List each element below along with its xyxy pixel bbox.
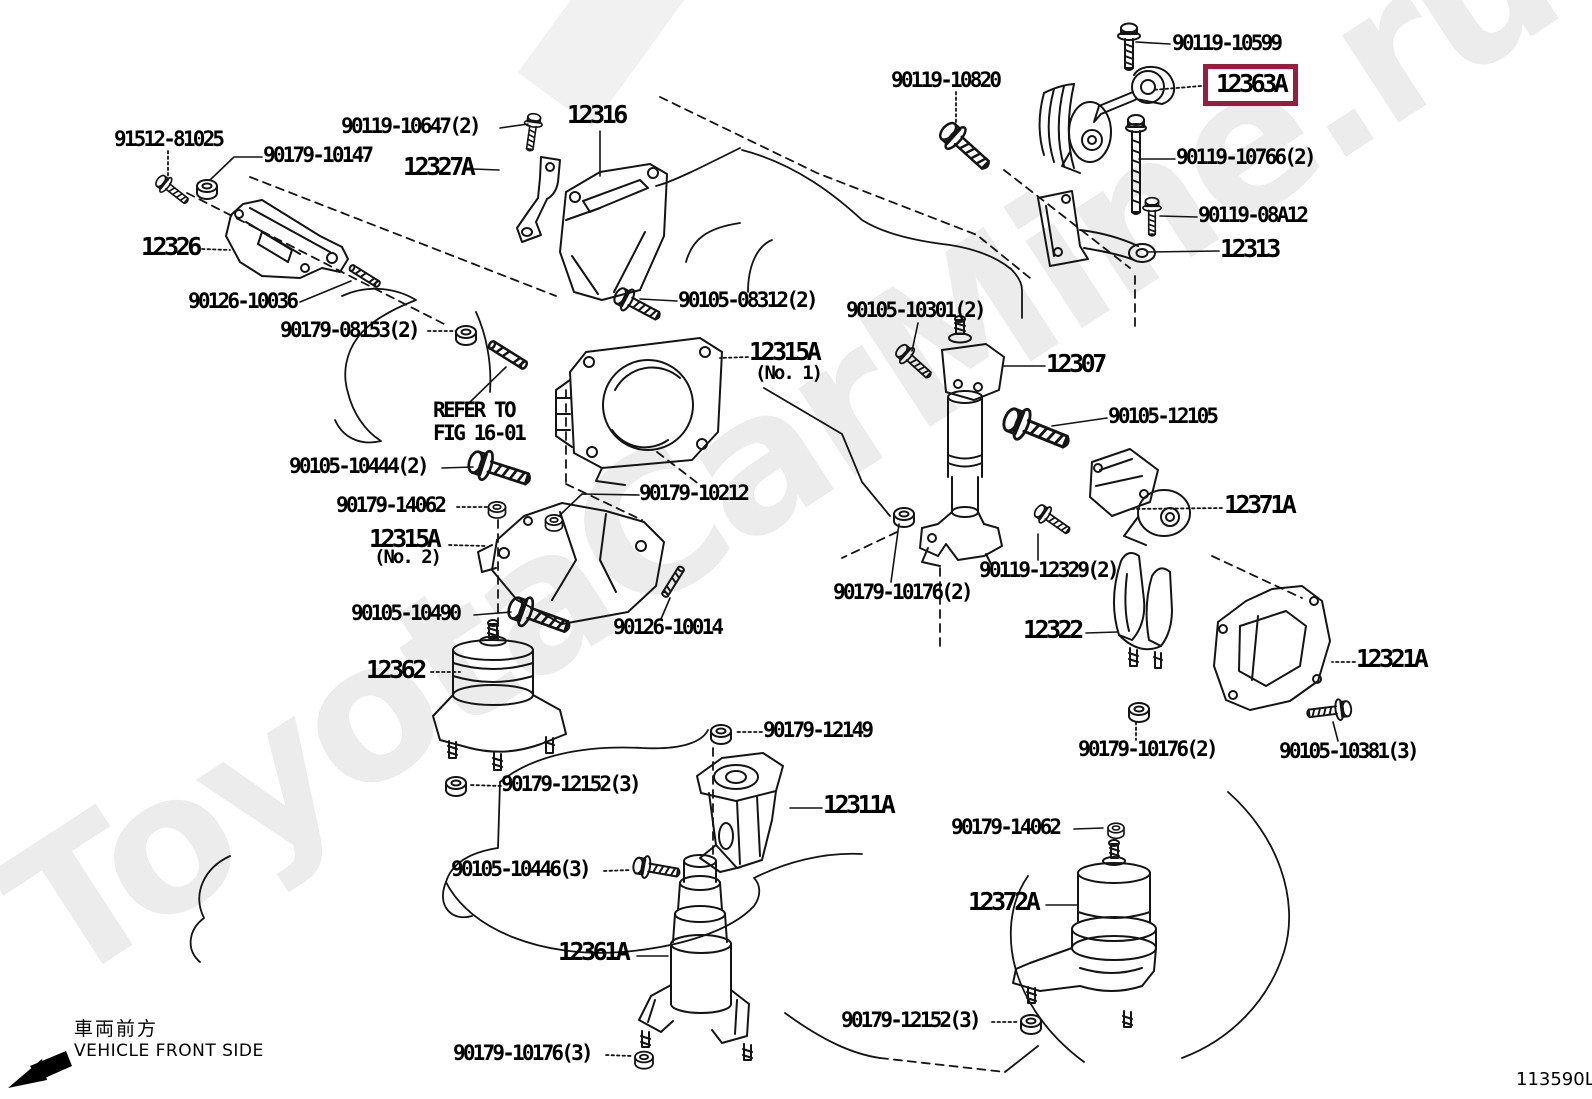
bracket-12313-part	[1037, 190, 1156, 267]
part-number-label-90179-10176-a[interactable]: 90179-10176(2)	[833, 580, 974, 604]
damper-12307-part	[919, 315, 1005, 567]
fastener-icons	[151, 22, 1354, 1070]
diagram-note-refer-1: REFER TO	[433, 398, 517, 422]
bracket-12311a-part	[696, 752, 784, 873]
part-number-label-12361A[interactable]: 12361A	[558, 937, 631, 966]
leader-lines-solid	[209, 41, 1339, 957]
leader-lines-dotted	[167, 85, 1356, 1057]
mount-12361a-part	[638, 854, 753, 1061]
part-number-label-12311A[interactable]: 12311A	[823, 790, 896, 819]
part-number-label-90105-08312[interactable]: 90105-08312(2)	[678, 288, 819, 312]
part-number-label-12372A[interactable]: 12372A	[968, 887, 1041, 916]
part-number-label-12363A[interactable]: 12363A	[1203, 64, 1299, 107]
diagram-code: 113590L	[1516, 1069, 1592, 1090]
part-number-label-90179-12152-b[interactable]: 90179-12152(3)	[841, 1008, 982, 1032]
front-direction-arrow	[8, 1051, 72, 1088]
part-number-label-90179-10147[interactable]: 90179-10147	[263, 143, 374, 167]
part-number-label-12362[interactable]: 12362	[366, 655, 427, 684]
part-number-label-12316[interactable]: 12316	[567, 100, 628, 129]
part-number-label-12326[interactable]: 12326	[141, 232, 202, 261]
part-number-label-90119-12329[interactable]: 90119-12329(2)	[979, 558, 1120, 582]
front-side-label-jp: 車両前方	[74, 1018, 159, 1040]
part-number-label-90179-10176-c[interactable]: 90179-10176(3)	[453, 1041, 594, 1065]
part-number-label-12321A[interactable]: 12321A	[1356, 644, 1429, 673]
part-number-label-12327A[interactable]: 12327A	[403, 152, 476, 181]
part-number-label-90119-10766[interactable]: 90119-10766(2)	[1176, 145, 1317, 169]
bracket-12321a-part	[1213, 585, 1331, 711]
bracket-12316-part	[559, 163, 668, 301]
part-number-label-90105-10444[interactable]: 90105-10444(2)	[289, 454, 430, 478]
part-number-label-90179-14062-a[interactable]: 90179-14062	[336, 493, 447, 517]
part-number-label-90105-10490[interactable]: 90105-10490	[351, 601, 462, 625]
dashed-assembly-lines	[186, 96, 1303, 1073]
long-bolt-10766	[1125, 114, 1147, 215]
part-number-label-90105-12105[interactable]: 90105-12105	[1108, 404, 1219, 428]
part-number-label-90179-08153[interactable]: 90179-08153(2)	[280, 318, 421, 342]
part-number-label-12322[interactable]: 12322	[1023, 615, 1084, 644]
mount-12362-part	[432, 619, 567, 771]
part-number-label-90119-10820[interactable]: 90119-10820	[891, 68, 1002, 92]
diagram-note-12315A-1-sub: (No. 1)	[755, 362, 823, 384]
part-number-label-12371A[interactable]: 12371A	[1224, 490, 1297, 519]
part-number-label-90179-10176-b[interactable]: 90179-10176(2)	[1078, 737, 1219, 761]
part-number-label-90126-10014[interactable]: 90126-10014	[613, 615, 724, 639]
part-number-label-90119-08A12[interactable]: 90119-08A12	[1198, 203, 1309, 227]
part-number-label-12307[interactable]: 12307	[1046, 349, 1107, 378]
part-number-label-90119-10647[interactable]: 90119-10647(2)	[341, 114, 482, 138]
part-number-label-91512-81025[interactable]: 91512-81025	[114, 127, 225, 151]
bracket-12371a-part	[1089, 448, 1191, 546]
mount-12372a-part	[1012, 839, 1157, 1028]
part-number-label-12315A-1[interactable]: 12315A	[749, 337, 822, 366]
part-number-label-90179-12152-a[interactable]: 90179-12152(3)	[501, 772, 642, 796]
part-number-label-12315A-2[interactable]: 12315A	[369, 524, 442, 553]
torque-rod-12363a-part	[1038, 65, 1176, 174]
bracket-12327a-part	[516, 156, 561, 243]
bracket-12326-part	[225, 199, 349, 279]
engine-outline	[189, 147, 1291, 1073]
part-number-label-12313[interactable]: 12313	[1220, 234, 1281, 263]
diagram-note-refer-2: FIG 16-01	[433, 421, 527, 445]
bracket-12322-part	[1112, 551, 1173, 669]
part-number-label-90179-10212[interactable]: 90179-10212	[639, 481, 750, 505]
part-number-label-90105-10301[interactable]: 90105-10301(2)	[846, 298, 987, 322]
bracket-12315a-no1-part	[555, 337, 723, 486]
part-number-label-90126-10036[interactable]: 90126-10036	[188, 289, 299, 313]
front-side-label-en: VEHICLE FRONT SIDE	[74, 1041, 264, 1061]
part-number-label-90179-12149[interactable]: 90179-12149	[763, 718, 874, 742]
part-number-label-90105-10446[interactable]: 90105-10446(3)	[451, 857, 592, 881]
part-number-label-90105-10381[interactable]: 90105-10381(3)	[1279, 739, 1420, 763]
part-number-label-90119-10599[interactable]: 90119-10599	[1172, 31, 1283, 55]
bracket-12315a-no2-part	[477, 502, 665, 625]
part-number-label-90179-14062-b[interactable]: 90179-14062	[951, 815, 1062, 839]
diagram-note-12315A-2-sub: (No. 2)	[374, 546, 442, 568]
